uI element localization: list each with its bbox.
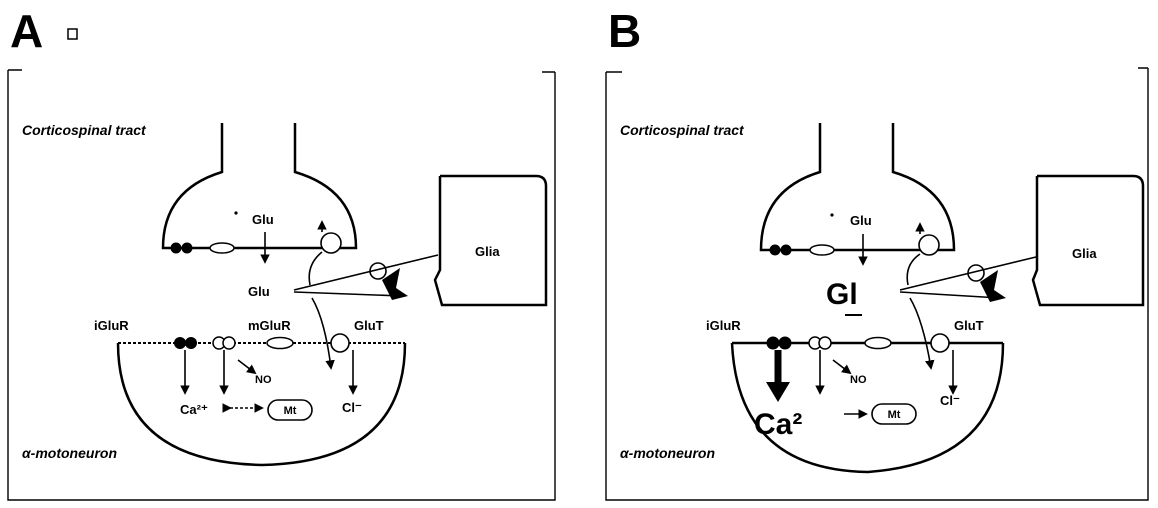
panel-b-ca-label: Ca² — [754, 408, 802, 441]
panel-a-glut-label: GluT — [354, 318, 384, 333]
panel-b-mt-label: Mt — [888, 409, 901, 421]
panel-b-glut-transporter — [931, 334, 949, 352]
panel-b-nmda-receptor-2 — [819, 337, 831, 349]
panel-a-channel-1 — [171, 243, 182, 254]
panel-a-iglur-receptor-1 — [174, 337, 186, 349]
panel-a-glia-label: Glia — [475, 244, 500, 259]
panel-b-glu-cleft-label: Gl — [826, 278, 858, 311]
panel-a-presynaptic-terminal — [163, 123, 356, 248]
panel-a-glut-transporter — [331, 334, 349, 352]
panel-a-iglur-label: iGluR — [94, 318, 129, 333]
panel-a-glia-cell — [435, 176, 546, 305]
panel-b-glia-label: Glia — [1072, 246, 1097, 261]
panel-a-neuron-label: α-motoneuron — [22, 445, 117, 461]
panel-a-reuptake-curve — [309, 252, 322, 285]
panel-a-vesicle-dot — [234, 211, 237, 214]
panel-b-cl-label: Cl⁻ — [940, 393, 960, 408]
panel-b-mglur-receptor — [865, 338, 891, 349]
panel-a-glia-uptake-line — [294, 255, 438, 290]
panel-b-channel-1 — [770, 245, 781, 256]
panel-a-receptor-oval — [210, 243, 234, 253]
panel-a-cleft-to-post-arrow — [312, 298, 331, 368]
panel-a-glu-cleft-label: Glu — [248, 284, 270, 299]
panel-b-reuptake-curve — [907, 254, 920, 285]
panel-b-no-arrow — [833, 360, 850, 373]
panel-a-ca-label: Ca²⁺ — [180, 402, 208, 417]
panel-b-glia-uptake-line-2 — [900, 292, 1000, 298]
panel-a-glu-top-label: Glu — [252, 212, 274, 227]
panel-b-glut-label: GluT — [954, 318, 984, 333]
panel-b-no-label: NO — [850, 374, 867, 386]
panel-b-presynaptic-terminal — [761, 123, 954, 250]
panel-b-reuptake-transporter — [919, 235, 939, 255]
panel-b-neuron-label: α-motoneuron — [620, 445, 715, 461]
panel-a-channel-2 — [182, 243, 193, 254]
panel-a-motoneuron-body — [118, 343, 405, 465]
panel-b-iglur-receptor-2 — [779, 337, 792, 350]
panel-a-mglur-label: mGluR — [248, 318, 291, 333]
panel-a-letter: A — [10, 5, 43, 57]
panel-b-iglur-label: iGluR — [706, 318, 741, 333]
panel-b-letter: B — [608, 5, 641, 57]
panel-a-tract-label: Corticospinal tract — [22, 122, 147, 138]
panel-a-no-arrow — [238, 360, 255, 373]
panel-b-tract-label: Corticospinal tract — [620, 122, 745, 138]
panel-a: A Corticospinal tract Glu Glia Glu iGluR… — [8, 5, 555, 500]
panel-b-channel-2 — [781, 245, 792, 256]
panel-a-glia-uptake-line-2 — [294, 292, 402, 296]
panel-a-reuptake-transporter — [321, 233, 341, 253]
panel-b-vesicle-dot — [830, 213, 833, 216]
panel-b-receptor-oval — [810, 245, 834, 255]
panel-b-glu-top-label: Glu — [850, 213, 872, 228]
panel-a-mglur-receptor — [267, 338, 293, 349]
panel-a-nmda-receptor-2 — [223, 337, 235, 349]
panel-b-iglur-receptor-1 — [767, 337, 780, 350]
panel-b-glia-uptake-line — [900, 257, 1036, 290]
panel-b: B Corticospinal tract Glu Glia Gl iGluR … — [606, 5, 1148, 500]
panel-b-cleft-to-post-arrow — [910, 298, 931, 368]
panel-a-cl-label: Cl⁻ — [342, 400, 362, 415]
panel-a-iglur-receptor-2 — [185, 337, 197, 349]
panel-b-iglur-influx-arrowhead — [766, 382, 790, 402]
panel-b-glia-cell — [1033, 176, 1143, 305]
panel-a-no-label: NO — [255, 374, 272, 386]
panel-a-mt-label: Mt — [284, 405, 297, 417]
small-square-icon — [68, 29, 77, 39]
